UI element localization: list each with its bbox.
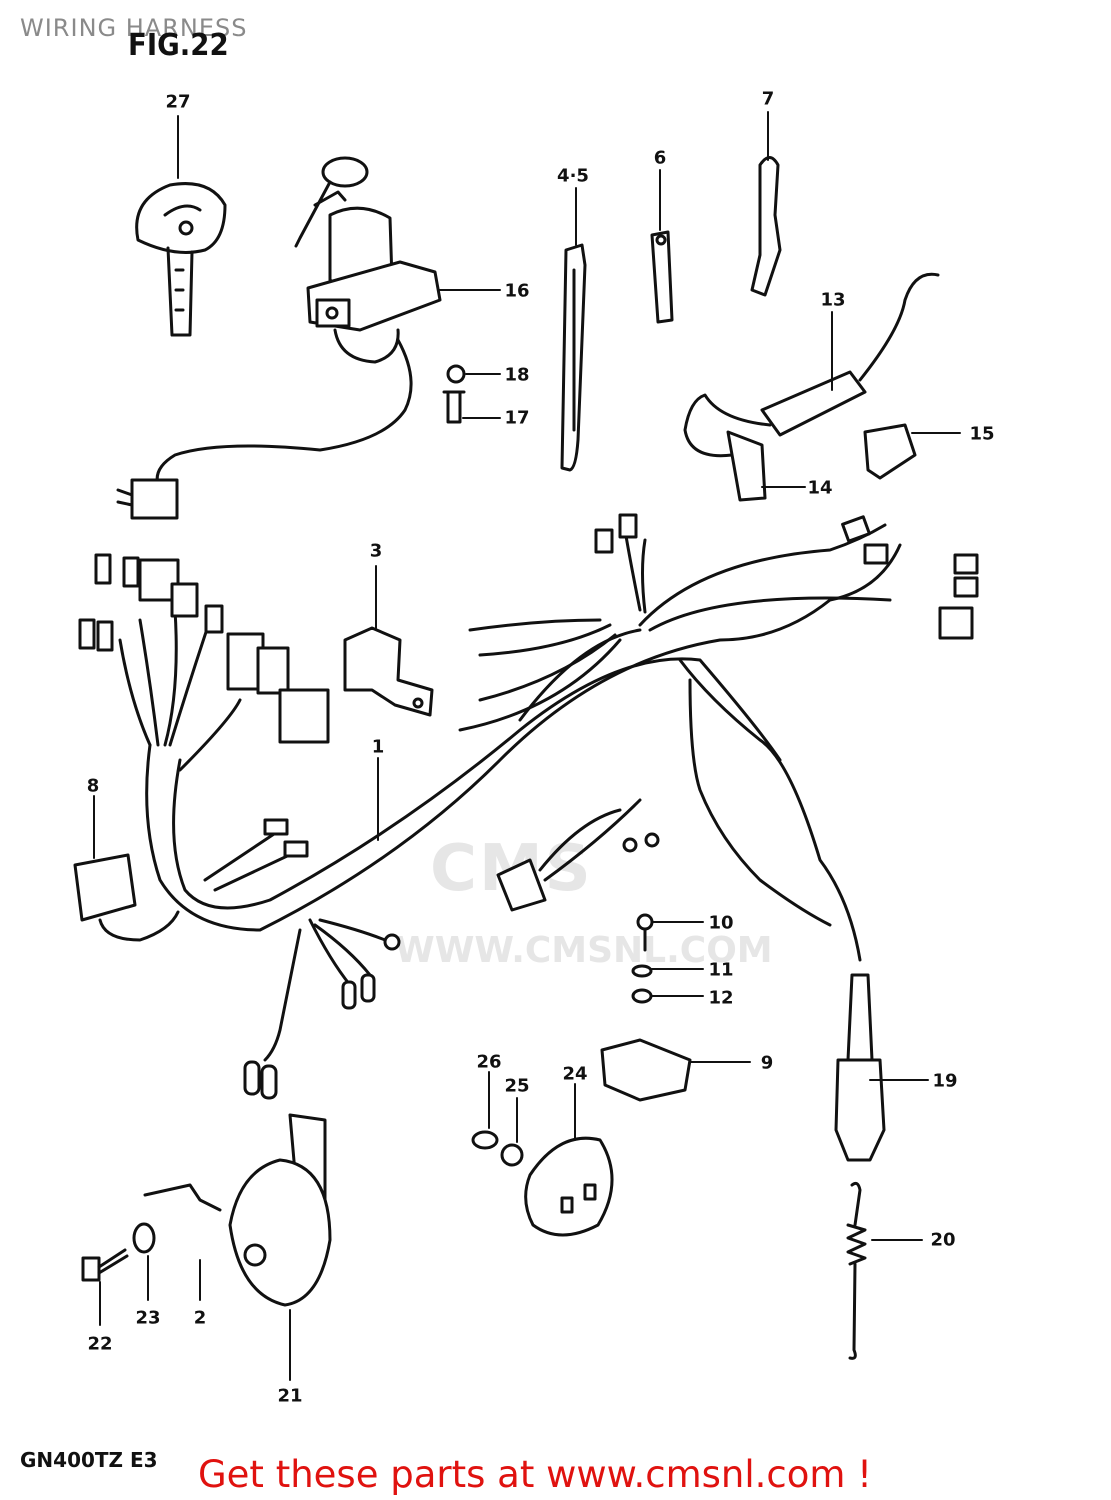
tube-4-5[interactable]: [560, 243, 587, 472]
nut-18[interactable]: [446, 364, 466, 384]
clamp-3[interactable]: [343, 626, 434, 717]
part-label-24: 24: [562, 1063, 588, 1085]
part-label-26: 26: [476, 1051, 502, 1073]
part-label-17: 17: [504, 407, 530, 429]
part-label-12: 12: [708, 987, 734, 1009]
relay-8[interactable]: [73, 853, 180, 942]
ignition-switch-16[interactable]: [116, 156, 442, 520]
terminal-7[interactable]: [750, 156, 782, 297]
model-code: GN400TZ E3: [20, 1448, 158, 1472]
bolt-17[interactable]: [442, 390, 466, 424]
switch-19[interactable]: [834, 973, 886, 1162]
horn-cover-24[interactable]: [524, 1136, 614, 1237]
figure-number: FIG.22: [128, 28, 229, 63]
page-header-title: WIRING HARNESS: [20, 14, 248, 42]
washer-26[interactable]: [471, 1130, 499, 1150]
part-label-1: 1: [371, 736, 385, 758]
part-label-2: 2: [193, 1307, 207, 1329]
part-label-18: 18: [504, 364, 530, 386]
flasher-9[interactable]: [600, 1038, 692, 1102]
bolt-22[interactable]: [81, 1248, 129, 1282]
part-label-25: 25: [504, 1075, 530, 1097]
main-harness-1[interactable]: [145, 523, 902, 1062]
terminal-6[interactable]: [650, 230, 674, 324]
nut-12[interactable]: [631, 988, 653, 1004]
part-label-14: 14: [807, 477, 833, 499]
part-label-16: 16: [504, 280, 530, 302]
spring-20[interactable]: [846, 1181, 867, 1360]
lower-terminals[interactable]: [203, 818, 401, 1100]
cta-link[interactable]: Get these parts at www.cmsnl.com !: [198, 1453, 873, 1496]
nut-25[interactable]: [500, 1143, 524, 1167]
part-label-3: 3: [369, 540, 383, 562]
washer-23[interactable]: [132, 1222, 156, 1254]
key-27[interactable]: [135, 182, 227, 337]
fuse-cap-15[interactable]: [863, 423, 917, 480]
part-label-4-5: 4·5: [557, 165, 589, 187]
part-label-10: 10: [708, 912, 734, 934]
part-label-9: 9: [760, 1052, 774, 1074]
part-label-22: 22: [87, 1333, 113, 1355]
washer-11[interactable]: [631, 964, 653, 978]
screw-10[interactable]: [636, 913, 654, 952]
part-label-27: 27: [165, 91, 191, 113]
part-label-13: 13: [820, 289, 846, 311]
part-label-11: 11: [708, 959, 734, 981]
part-label-20: 20: [930, 1229, 956, 1251]
connector-cluster-left[interactable]: [78, 553, 330, 772]
part-label-7: 7: [761, 88, 775, 110]
horn-21[interactable]: [143, 1113, 332, 1307]
part-label-23: 23: [135, 1307, 161, 1329]
part-label-6: 6: [653, 147, 667, 169]
connector-cluster-right[interactable]: [594, 513, 979, 640]
part-label-19: 19: [932, 1070, 958, 1092]
clamp-14[interactable]: [726, 430, 767, 502]
socket-connector[interactable]: [496, 798, 660, 912]
part-label-21: 21: [277, 1385, 303, 1407]
watermark-url: WWW.CMSNL.COM: [395, 930, 773, 971]
part-label-15: 15: [969, 423, 995, 445]
part-label-8: 8: [86, 775, 100, 797]
fuse-holder-13[interactable]: [683, 272, 940, 458]
